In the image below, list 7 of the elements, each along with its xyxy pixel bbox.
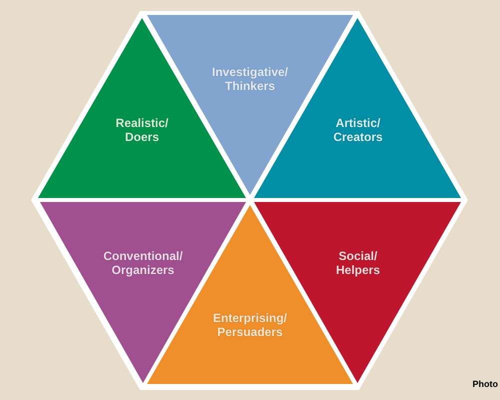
- segment-label: Social/ Helpers: [336, 249, 380, 277]
- segment-label: Realistic/ Doers: [116, 116, 168, 144]
- segment-label: Conventional/ Organizers: [103, 249, 183, 277]
- photo-credit: Photo: [472, 379, 498, 389]
- segment-label: Artistic/ Creators: [333, 116, 383, 144]
- segment-label: Investigative/ Thinkers: [212, 65, 288, 93]
- segment-label: Enterprising/ Persuaders: [213, 311, 287, 339]
